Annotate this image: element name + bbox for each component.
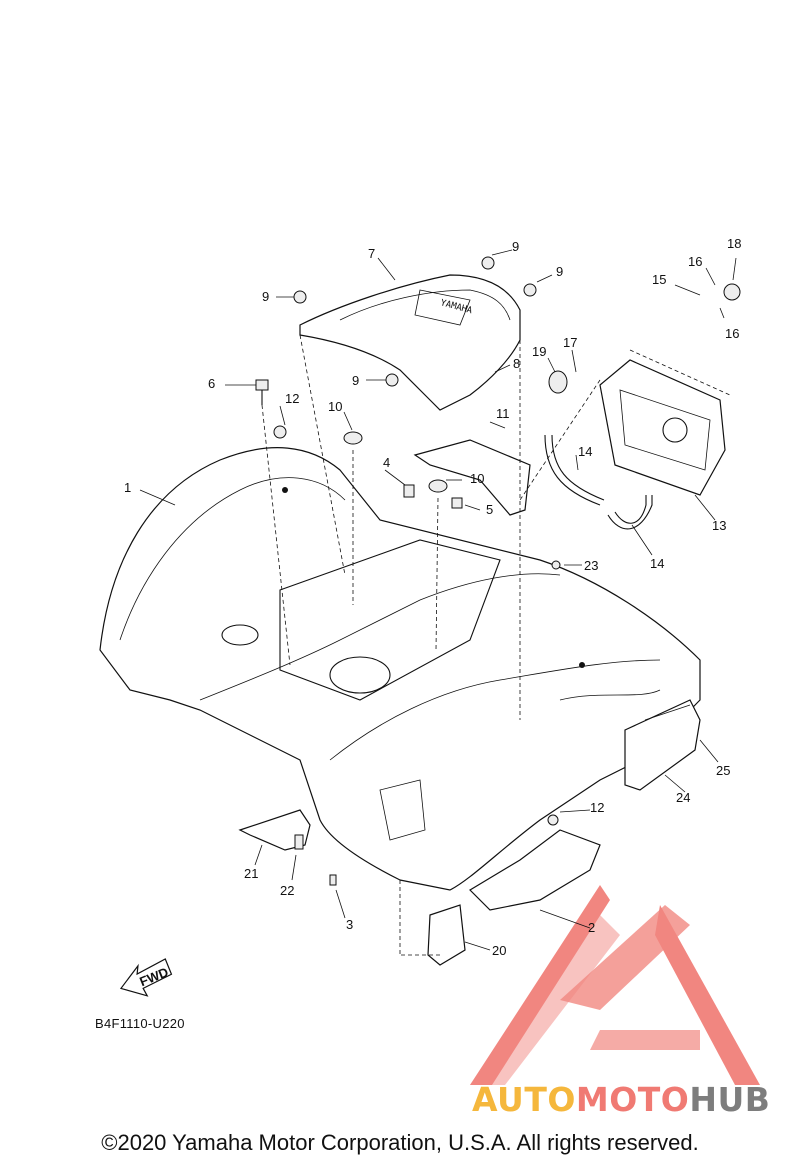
fasteners [255,256,741,886]
small-plate [427,904,466,966]
top-cover: YAMAHA [299,274,521,411]
callout-7: 7 [368,246,375,261]
callout-17: 17 [563,335,577,350]
side-guard [624,699,701,791]
mud-flap [469,829,601,911]
callout-2: 2 [588,920,595,935]
callout-16a: 16 [688,254,702,269]
callout-5: 5 [486,502,493,517]
callout-19: 19 [532,344,546,359]
callout-16b: 16 [725,326,739,341]
callout-22: 22 [280,883,294,898]
callout-3: 3 [346,917,353,932]
callout-1: 1 [124,480,131,495]
rear-rack-panel [599,359,726,496]
callout-6: 6 [208,376,215,391]
automotohub-logo-mark [470,885,760,1085]
callout-23: 23 [584,558,598,573]
callout-14a: 14 [578,444,592,459]
callout-24: 24 [676,790,690,805]
copyright-notice: ©2020 Yamaha Motor Corporation, U.S.A. A… [101,1130,699,1155]
fwd-label: FWD [137,964,170,989]
grab-handles [544,434,653,530]
callout-14b: 14 [650,556,664,571]
callout-8: 8 [513,356,520,371]
callout-10a: 10 [328,399,342,414]
callout-20: 20 [492,943,506,958]
callout-12b: 12 [590,800,604,815]
callout-21: 21 [244,866,258,881]
callout-10b: 10 [470,471,484,486]
callout-12a: 12 [285,391,299,406]
automotohub-watermark: AUTOMOTOHUB [472,1080,770,1119]
callout-9c: 9 [556,264,563,279]
callouts: 1 2 3 4 5 6 7 8 9 9 9 9 10 10 11 12 12 1… [124,236,741,958]
callout-15: 15 [652,272,666,287]
callout-25: 25 [716,763,730,778]
callout-9a: 9 [262,289,269,304]
rear-fender [99,447,701,891]
diagram-code: B4F1110-U220 [95,1016,185,1031]
fwd-arrow-icon: FWD [119,958,173,997]
callout-9d: 9 [352,373,359,388]
mounting-bracket [413,439,531,516]
callout-4: 4 [383,455,390,470]
callout-18: 18 [727,236,741,251]
leader-lines [139,249,737,951]
watermark-moto: MOTO [575,1080,690,1119]
watermark-auto: AUTO [472,1080,576,1119]
alignment-lines [261,334,731,956]
callout-11: 11 [496,406,510,421]
callout-13: 13 [712,518,726,533]
watermark-hub: HUB [689,1080,771,1119]
callout-9b: 9 [512,239,519,254]
side-bracket [238,809,311,851]
